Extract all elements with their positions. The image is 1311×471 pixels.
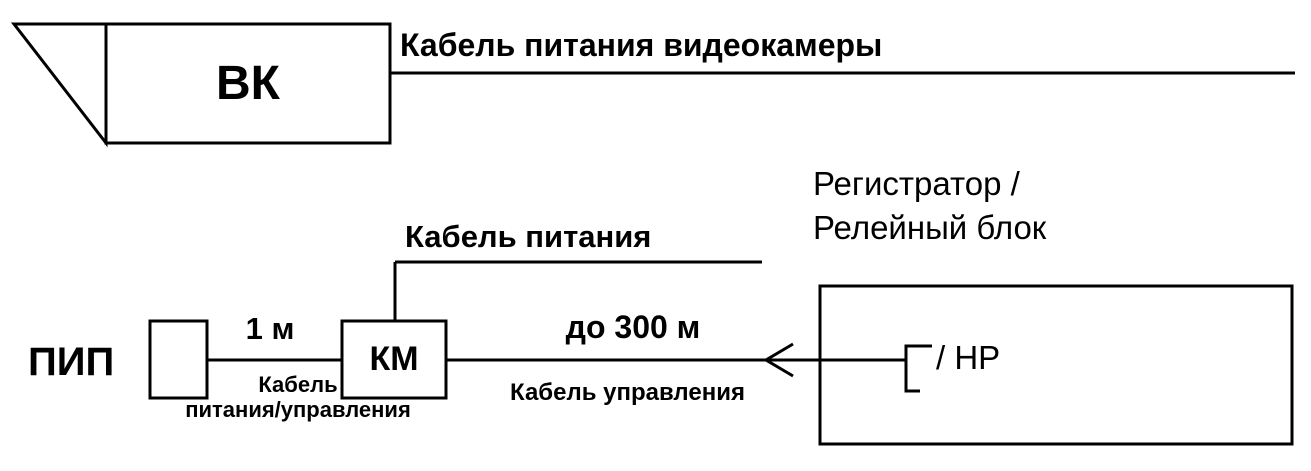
km-label: КМ bbox=[369, 340, 419, 378]
pip-cable-label-line2: питания/управления bbox=[185, 397, 411, 422]
pip-cable-label-line1: Кабель bbox=[258, 372, 338, 397]
relay-contact-icon bbox=[904, 344, 932, 393]
arrow-left-icon bbox=[763, 342, 794, 378]
camera-lens-icon bbox=[10, 22, 108, 148]
relay-contact-label: / НР bbox=[936, 339, 1001, 376]
pip-label: ПИП bbox=[28, 340, 115, 384]
distance-300m-label: до 300 м bbox=[565, 309, 701, 345]
camera-power-cable-label: Кабель питания видеокамеры bbox=[400, 27, 883, 63]
distance-1m-label: 1 м bbox=[245, 311, 295, 346]
registrator-label-line1: Регистратор / bbox=[813, 165, 1020, 202]
camera-label: ВК bbox=[216, 57, 280, 110]
control-cable-label: Кабель управления bbox=[510, 379, 745, 406]
registrator-label-line2: Релейный блок bbox=[813, 209, 1047, 246]
camera-body-box bbox=[104, 22, 392, 145]
power-cable-label: Кабель питания bbox=[405, 219, 652, 254]
registrator-box bbox=[818, 284, 1294, 446]
